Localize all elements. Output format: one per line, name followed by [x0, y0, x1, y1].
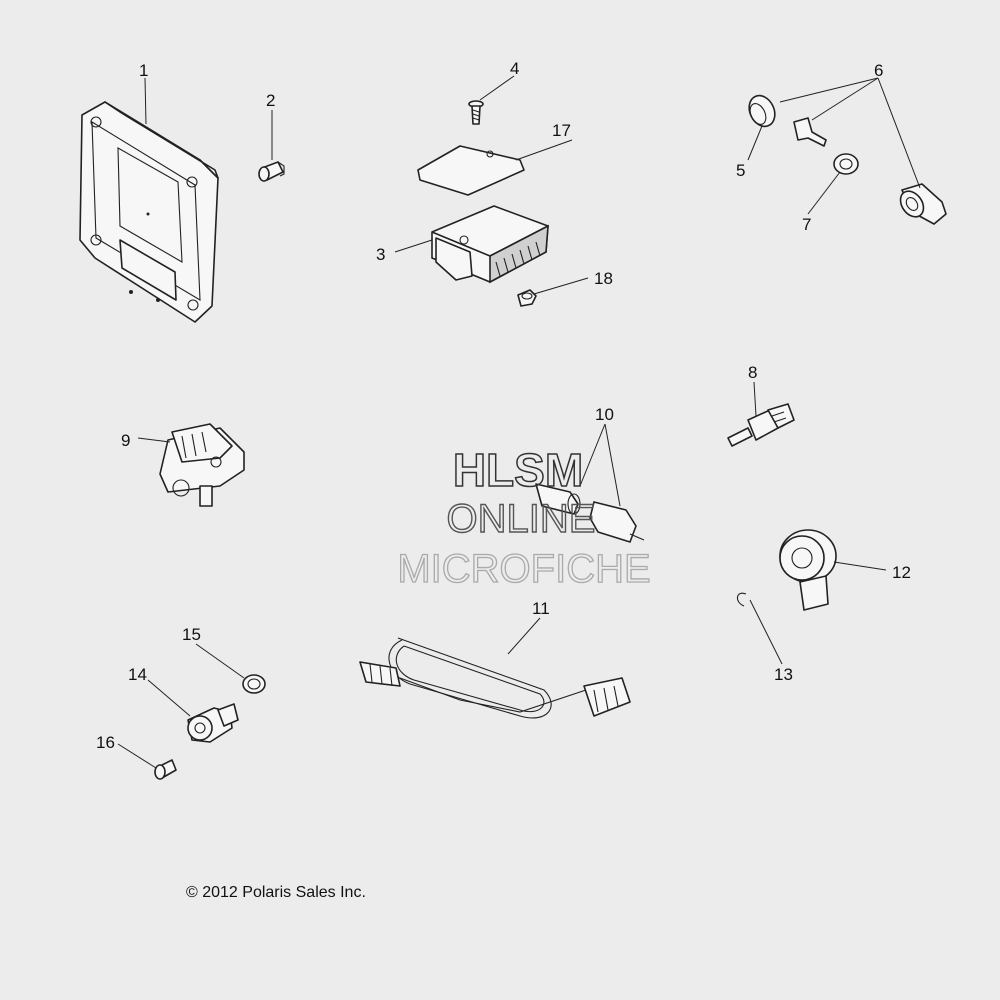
- part-7-washer[interactable]: [833, 153, 859, 175]
- callout-14: 14: [128, 665, 147, 684]
- callout-5: 5: [736, 161, 745, 180]
- callout-6: 6: [874, 61, 883, 80]
- callout-11: 11: [532, 599, 550, 618]
- watermark: HLSM ONLINE MICROFICHE: [397, 443, 652, 591]
- callout-2: 2: [266, 91, 275, 110]
- callout-10: 10: [595, 405, 614, 424]
- callout-3: 3: [376, 245, 385, 264]
- part-1-ecu[interactable]: [79, 101, 219, 323]
- copyright-notice: © 2012 Polaris Sales Inc.: [186, 884, 366, 901]
- part-5-cap[interactable]: [744, 91, 779, 130]
- part-13-clip[interactable]: [736, 592, 747, 607]
- part-6-sensor-kit[interactable]: [793, 117, 947, 225]
- callout-8: 8: [748, 363, 757, 382]
- callout-18: 18: [594, 269, 613, 288]
- callout-9: 9: [121, 431, 130, 450]
- callout-12: 12: [892, 563, 911, 582]
- watermark-line-1: HLSM: [453, 444, 583, 496]
- callout-7: 7: [802, 215, 811, 234]
- callout-16: 16: [96, 733, 115, 752]
- part-8-temp-sensor[interactable]: [727, 403, 795, 447]
- callout-15: 15: [182, 625, 201, 644]
- part-18-nut[interactable]: [517, 289, 537, 307]
- part-12-knock-sensor[interactable]: [779, 529, 837, 611]
- part-15-o-ring[interactable]: [242, 674, 266, 694]
- part-16-bolt[interactable]: [154, 759, 177, 780]
- callout-17: 17: [552, 121, 571, 140]
- part-11-harness[interactable]: [359, 637, 631, 719]
- part-14-crank-sensor[interactable]: [187, 703, 239, 743]
- part-3-module[interactable]: [431, 205, 549, 284]
- part-9-map-sensor[interactable]: [159, 423, 245, 507]
- leader-lines: [117, 75, 921, 769]
- callout-labels: 1 2 3 4 5 6 7 8 9 10 11 12 13 14 15 16 1…: [96, 59, 911, 752]
- callout-1: 1: [139, 61, 148, 80]
- callout-4: 4: [510, 59, 519, 78]
- part-2-bolt[interactable]: [258, 161, 285, 182]
- part-10-sensors[interactable]: [535, 483, 645, 543]
- callout-13: 13: [774, 665, 793, 684]
- part-4-screw[interactable]: [468, 100, 484, 125]
- watermark-line-3: MICROFICHE: [397, 547, 650, 591]
- watermark-line-2: ONLINE: [447, 497, 596, 541]
- part-17-cover[interactable]: [417, 145, 525, 196]
